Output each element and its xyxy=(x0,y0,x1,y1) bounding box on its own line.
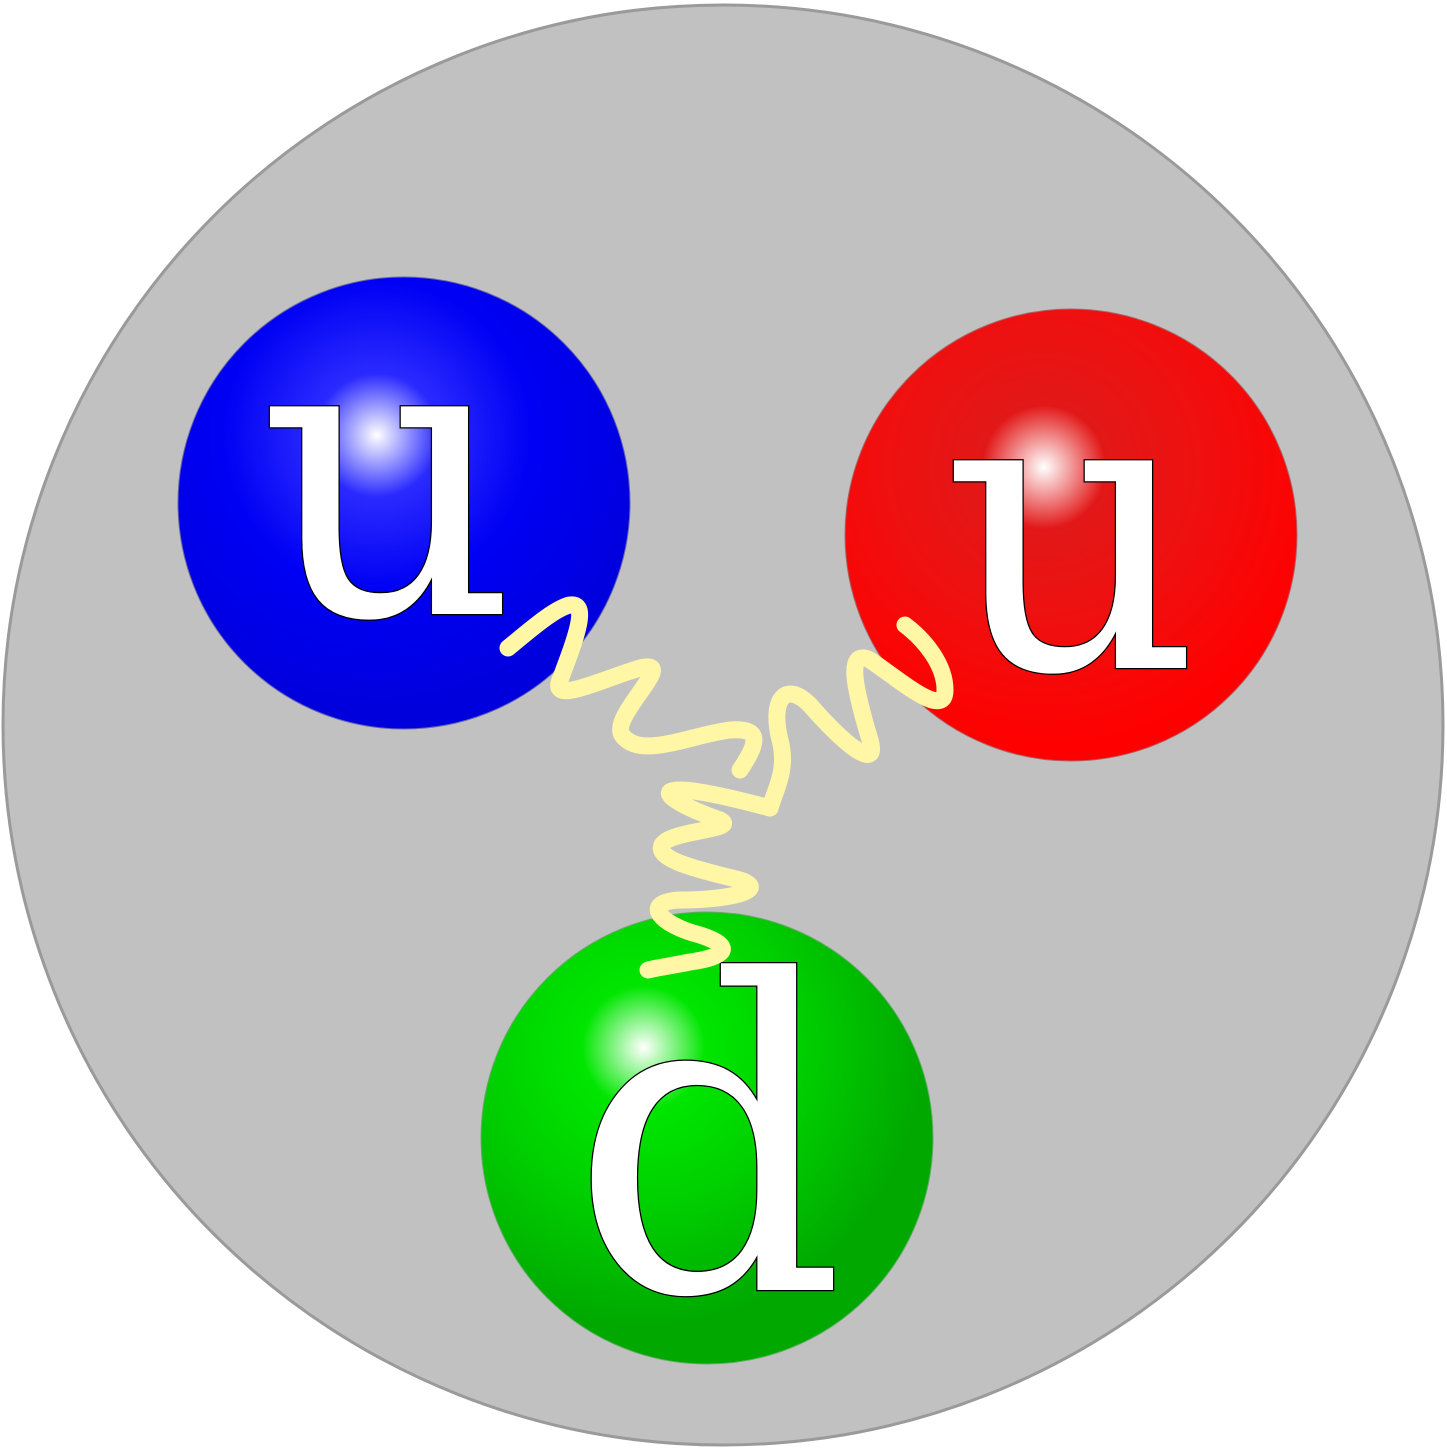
gluon-green-to-center xyxy=(639,781,779,979)
quark-u-red: u xyxy=(844,297,1298,764)
gluon-blue-to-center xyxy=(499,596,763,779)
gluon-lines xyxy=(499,596,954,979)
quark-d-green: d xyxy=(480,891,934,1393)
quark-d-green-label: d xyxy=(570,892,845,1392)
quark-u-blue-sphere xyxy=(177,276,631,730)
quark-d-green-sphere xyxy=(480,911,934,1365)
quark-u-red-label: u xyxy=(943,298,1201,763)
quark-u-red-sphere xyxy=(844,308,1298,762)
gluon-red-to-center xyxy=(761,616,954,817)
quark-u-blue-label: u xyxy=(259,244,517,709)
quark-u-blue: u xyxy=(177,243,631,730)
